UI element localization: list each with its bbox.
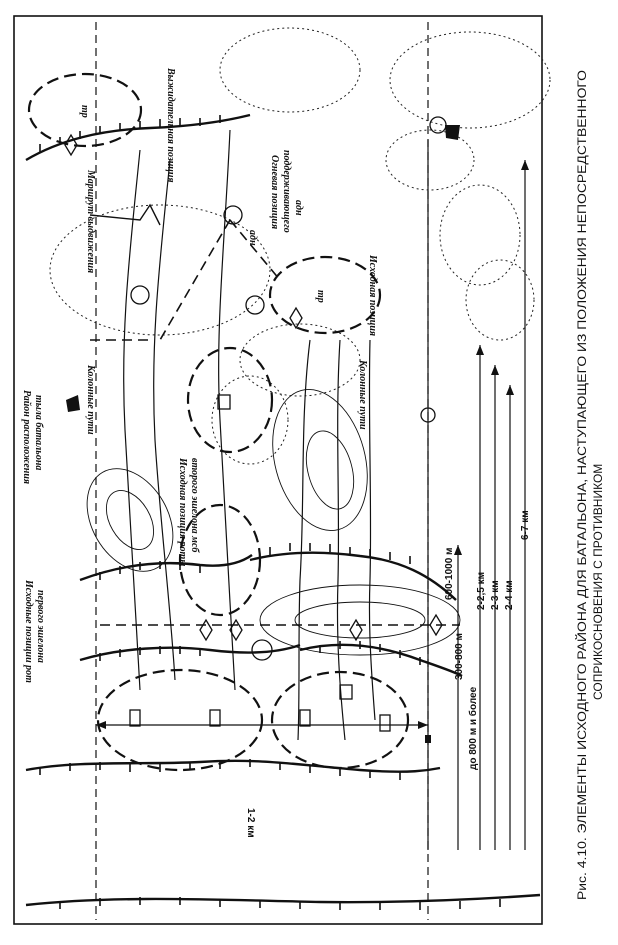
- measure-arrowheads: [96, 160, 529, 729]
- distance-1-2: 1-2 км: [245, 808, 256, 838]
- vehicle-icon: [339, 684, 353, 700]
- distance-2-4: 2-4 км: [504, 580, 515, 610]
- trench-ticks: [39, 115, 501, 910]
- unit-symbols: [64, 116, 447, 732]
- woods-mid-1: [49, 204, 271, 336]
- distance-6-7: 6-7 км: [520, 510, 531, 540]
- frame-dashed-sides: [95, 22, 429, 920]
- diamond-icon: [64, 133, 78, 157]
- label-tr-top: тр: [79, 105, 90, 118]
- observation-post-icon: [420, 407, 436, 423]
- route-arrow: [89, 203, 161, 226]
- label-column-paths-a: Колонные пути: [85, 364, 96, 435]
- diagram-frame: [13, 15, 543, 925]
- first-echelon-left-area: [96, 668, 264, 772]
- label-first-echelon-1: Исходные позиции рот: [23, 579, 34, 683]
- label-wait-position: Выжидательная позиция: [165, 67, 176, 183]
- label-second-echelon-1: Исходная позиция роты: [177, 457, 188, 566]
- woods-top-2: [389, 31, 551, 129]
- second-echelon-area: [186, 346, 274, 454]
- distance-600-1000: 600-1000 м: [444, 548, 455, 600]
- woods-mid-2: [211, 375, 289, 465]
- dashed-route: [90, 219, 460, 626]
- woods-right-1: [439, 184, 521, 286]
- woods-mid-3: [239, 323, 361, 397]
- diamond-icon: [349, 618, 363, 642]
- artillery-position-icon: [245, 295, 265, 315]
- label-first-echelon-2: первого эшелона: [35, 590, 46, 663]
- distance-300-800: 300-800 м: [454, 633, 465, 680]
- label-second-echelon-2: второго эшелона мсб: [189, 458, 200, 553]
- vehicle-icon: [379, 714, 391, 732]
- woods-top-1: [219, 27, 361, 113]
- diamond-icon: [199, 618, 213, 642]
- label-rear-area-1: Район расположения: [21, 390, 32, 484]
- figure-caption: Рис. 4.10. ЭЛЕМЕНТЫ ИСХОДНОГО РАЙОНА ДЛЯ…: [574, 70, 605, 900]
- woods-top-3: [385, 129, 475, 191]
- rear-unit-icon: [66, 395, 80, 412]
- label-tr-mid: тр: [315, 290, 326, 303]
- label-column-paths-b: Колонные пути: [357, 359, 368, 430]
- label-rear-area-2: тыла батальона: [33, 395, 44, 470]
- caption-line-2: СОПРИКОСНОВЕНИЯ С ПРОТИВНИКОМ: [591, 464, 605, 700]
- second-echelon-start-area: [178, 503, 262, 617]
- artillery-position-icon: [223, 205, 243, 225]
- label-start-position: Исходная позиция: [367, 254, 378, 336]
- label-firing-position-3: адн: [293, 200, 304, 216]
- caption-line-1: Рис. 4.10. ЭЛЕМЕНТЫ ИСХОДНОГО РАЙОНА ДЛЯ…: [574, 70, 589, 900]
- label-firing-position-2: поддерживающего: [281, 150, 292, 233]
- distance-800-more: до 800 м и более: [467, 686, 479, 770]
- artillery-position-icon: [130, 285, 150, 305]
- diamond-icon: [229, 618, 243, 642]
- vehicle-icon: [129, 709, 141, 727]
- label-route: Маршрут выдвижения: [85, 169, 96, 273]
- measure-lines: [96, 140, 526, 850]
- diamond-icon: [289, 306, 303, 330]
- hatched-symbols: [66, 125, 460, 743]
- woods-right-2: [465, 259, 535, 341]
- first-echelon-right-area: [270, 670, 410, 770]
- vehicle-icon: [299, 709, 311, 727]
- battalion-hq-icon: [251, 639, 273, 661]
- trench-lines: [25, 113, 541, 907]
- flag-icon: [445, 125, 460, 140]
- vehicle-icon: [217, 394, 231, 410]
- distance-2-3: 2-3 км: [490, 580, 501, 610]
- map-labels: Выжидательная позиция тр Маршрут выдвиже…: [21, 67, 378, 683]
- distance-2-25: 2-2,5 км: [476, 572, 487, 610]
- waiting-position-area: [27, 72, 143, 148]
- label-firing-position-1: Огневая позиция: [269, 155, 280, 229]
- contours: [86, 389, 461, 656]
- command-post-icon: [429, 116, 447, 134]
- distance-labels: 1-2 км 300-800 м до 800 м и более 600-10…: [245, 510, 531, 837]
- woods: [49, 27, 551, 465]
- label-adn: адн: [247, 230, 258, 246]
- diamond-icon: [429, 613, 443, 637]
- start-position-tr-area: [268, 255, 382, 335]
- supply-point-icon: [425, 735, 431, 743]
- vehicle-icon: [209, 709, 221, 727]
- assembly-areas: [27, 72, 410, 772]
